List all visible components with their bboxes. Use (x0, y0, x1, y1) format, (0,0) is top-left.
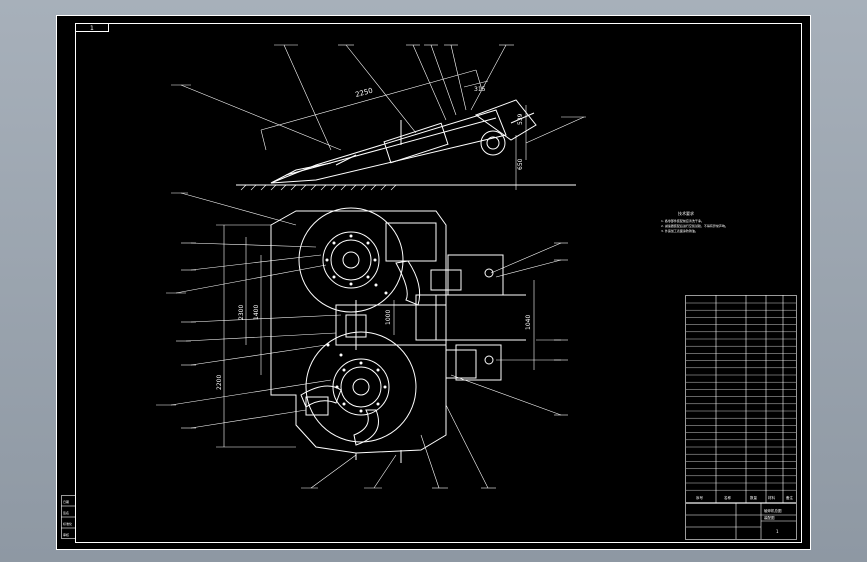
title-tab (75, 23, 109, 32)
plan-view-leaders (156, 192, 568, 489)
dim-plan-left-1: 2300 (238, 305, 245, 320)
header-material: 材料 (768, 495, 776, 500)
side-view (236, 69, 576, 191)
drawing-name: 破碎机总图 (764, 508, 782, 513)
stamp-3: 标准化 (63, 521, 72, 526)
plan-view (216, 207, 535, 463)
notes-line-2: 2. 减速器装配后进行空载试验，不得有异常声响。 (661, 223, 728, 228)
sheet-border (56, 15, 811, 550)
dim-plan-center: 1000 (385, 310, 392, 325)
drawing-no: 装配图 (764, 515, 775, 520)
drawing-sheet: 1 (56, 15, 811, 550)
header-name: 名称 (724, 495, 732, 500)
dim-side-length: 2250 (354, 87, 373, 99)
parts-list (685, 295, 797, 503)
dim-side-height: 650 (517, 158, 524, 170)
dim-plan-right: 1040 (525, 315, 532, 330)
stamp-2: 签名 (63, 510, 69, 515)
header-no: 序号 (696, 495, 704, 500)
stamp-4: 审核 (63, 532, 69, 537)
parts-list-header: 序号 名称 数量 材料 备注 (696, 495, 794, 500)
notes-heading: 技术要求 (678, 210, 694, 216)
stamp-1: 日期 (63, 499, 69, 504)
notes-line-3: 3. 外露加工表面涂防锈油。 (661, 228, 698, 233)
title-block (685, 503, 797, 540)
left-stamp (61, 495, 76, 539)
dim-side-top: 315 (474, 86, 486, 93)
technical-notes: 技术要求 1. 各零部件装配前应清洗干净。 2. 减速器装配后进行空载试验，不得… (661, 210, 728, 233)
header-remark: 备注 (786, 495, 794, 500)
header-qty: 数量 (750, 495, 758, 500)
notes-line-1: 1. 各零部件装配前应清洗干净。 (661, 218, 704, 223)
bolt-pattern (325, 234, 388, 413)
dim-plan-left-3: 2200 (216, 375, 223, 390)
side-view-leaders (171, 44, 586, 151)
drawing-frame (75, 23, 802, 543)
dim-plan-left-2: 1400 (253, 305, 260, 320)
dim-side-right: 539 (517, 113, 524, 125)
title-tab-text: 1 (90, 25, 94, 32)
drawing-scale: 1 (776, 529, 779, 534)
cad-drawing: 1 (56, 15, 811, 550)
